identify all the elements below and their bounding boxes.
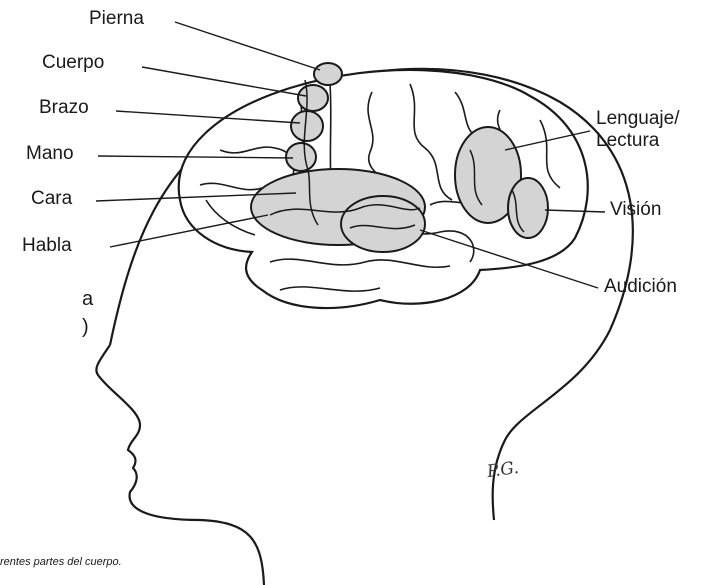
label-mano: Mano — [26, 143, 74, 165]
edge-text-line2: ) — [82, 316, 89, 339]
leader-cuerpo — [142, 67, 306, 96]
region-vision — [508, 178, 548, 238]
label-vision: Visión — [610, 199, 661, 221]
label-brazo: Brazo — [39, 97, 89, 119]
edge-text-line1: a — [82, 288, 93, 311]
region-cuerpo — [298, 85, 328, 111]
figure-caption: rentes partes del cuerpo. — [0, 556, 122, 568]
label-cara: Cara — [31, 188, 72, 210]
label-lenguaje-lectura: Lenguaje/ Lectura — [596, 108, 679, 152]
label-audicion: Audición — [604, 276, 677, 298]
label-cuerpo: Cuerpo — [42, 52, 104, 74]
region-pierna — [314, 63, 342, 85]
region-brazo — [291, 111, 323, 141]
label-habla: Habla — [22, 235, 72, 257]
region-mano — [286, 143, 316, 171]
label-pierna: Pierna — [89, 8, 144, 30]
face-profile — [96, 345, 264, 585]
leader-pierna — [175, 22, 320, 70]
